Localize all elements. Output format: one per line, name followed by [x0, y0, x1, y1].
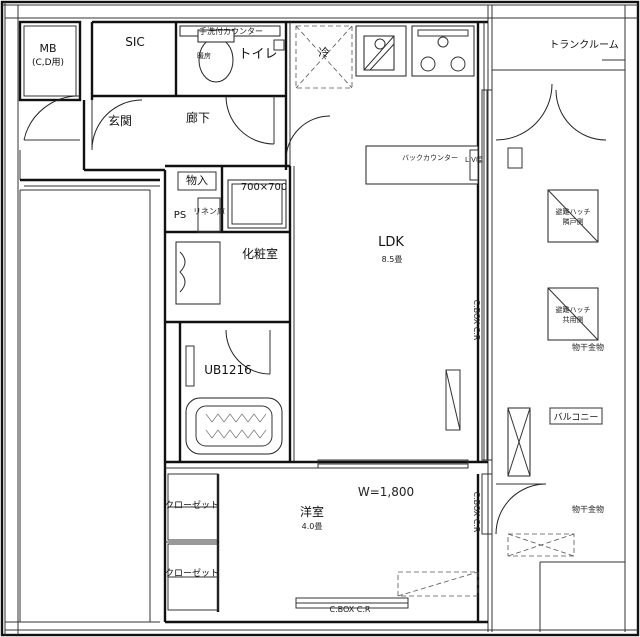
label-mb-sub: (C,D用) — [32, 57, 64, 68]
label-bath: UB1216 — [204, 363, 252, 377]
label-mb: MB — [39, 42, 56, 55]
doors — [91, 83, 607, 535]
toilet-bowl — [198, 37, 234, 83]
label-window-width: W=1,800 — [358, 485, 414, 499]
label-ldk: LDK — [378, 235, 404, 250]
label-washer-size: 700×700 — [241, 182, 288, 193]
room-labels: MB (C,D用) SIC 手洗付カウンター 暖房 トイレ 冷 玄関 廊下 バッ… — [32, 26, 619, 614]
label-remote: 暖房 — [197, 51, 211, 60]
trunk-door-swing-2 — [555, 89, 607, 141]
label-ldk-size: 8.5畳 — [382, 255, 403, 264]
label-toilet-counter: 手洗付カウンター — [199, 26, 263, 36]
mb-shaft — [18, 20, 160, 187]
entrance-door-swing — [91, 99, 143, 151]
fixtures — [167, 25, 523, 611]
label-balcony: バルコニー — [554, 412, 599, 423]
toilet-door-swing — [225, 95, 275, 145]
left-void — [19, 189, 151, 622]
label-dryer-1: 物干金物 — [572, 342, 604, 352]
balcony-fixtures — [492, 59, 625, 632]
bathtub-inner — [195, 405, 273, 447]
label-sic: SIC — [125, 35, 145, 49]
label-ps: PS — [174, 210, 186, 221]
label-trunk-room: トランクルーム — [549, 39, 618, 51]
bath-door-swing — [225, 329, 271, 375]
windows — [295, 89, 493, 609]
label-toilet: トイレ — [238, 47, 277, 62]
label-hallway: 廊下 — [186, 110, 210, 125]
label-hatch-1-sub: 隣戸側 — [563, 217, 584, 226]
label-back-counter: バックカウンター — [402, 153, 458, 162]
label-hatch-2: 避難ハッチ — [556, 305, 591, 314]
label-washroom: 化粧室 — [242, 246, 278, 261]
label-closet-upper: クローゼット — [165, 499, 219, 511]
label-western: 洋室 — [300, 504, 324, 519]
trunk-door-swing — [495, 83, 553, 141]
label-lv: L V幅 — [465, 155, 483, 164]
label-closet-lower: クローゼット — [165, 567, 219, 579]
label-entrance: 玄関 — [108, 113, 132, 128]
label-cbox-lower: C.BOX C.R — [472, 492, 481, 533]
interior-walls — [82, 20, 488, 624]
label-western-size: 4.0畳 — [302, 522, 323, 531]
label-fridge: 冷 — [319, 46, 330, 59]
hall-door-swing — [285, 115, 331, 161]
label-linen: リネン庫 — [193, 206, 225, 216]
label-hatch-1: 避難ハッチ — [556, 207, 591, 216]
balcony-door-swing — [495, 483, 547, 535]
label-dryer-2: 物干金物 — [572, 504, 604, 514]
label-cbox-upper: C.BOX C.R — [472, 300, 481, 341]
label-storage: 物入 — [186, 173, 208, 187]
label-hatch-2-sub: 共用側 — [563, 315, 584, 324]
label-cbox-bottom: C.BOX C.R — [330, 605, 371, 614]
